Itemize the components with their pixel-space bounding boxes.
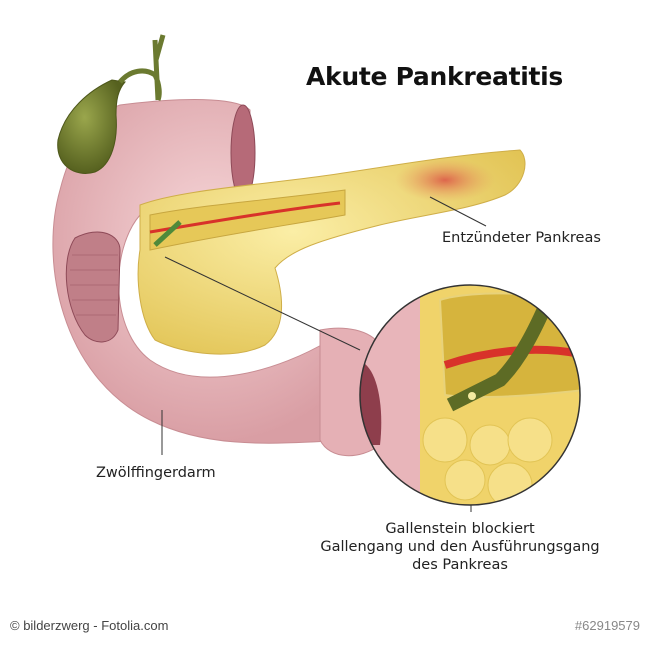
copyright-credit: © bilderzwerg - Fotolia.com [10, 618, 169, 633]
label-gallstone-line1: Gallenstein blockiert [385, 521, 535, 537]
image-number: #62919579 [574, 618, 640, 633]
label-gallstone: Gallenstein blockiert Gallengang und den… [300, 520, 620, 574]
page-title: Akute Pankreatitis [306, 62, 564, 91]
label-duodenum: Zwölffingerdarm [96, 465, 216, 481]
label-inflamed-pancreas: Entzündeter Pankreas [442, 230, 601, 246]
gallbladder [57, 34, 166, 174]
label-gallstone-line3: des Pankreas [412, 557, 508, 573]
pancreas [137, 149, 526, 355]
magnified-inset [359, 284, 581, 506]
label-gallstone-line2: Gallengang und den Ausführungsgang [320, 539, 600, 555]
inflamed-region [395, 158, 495, 202]
